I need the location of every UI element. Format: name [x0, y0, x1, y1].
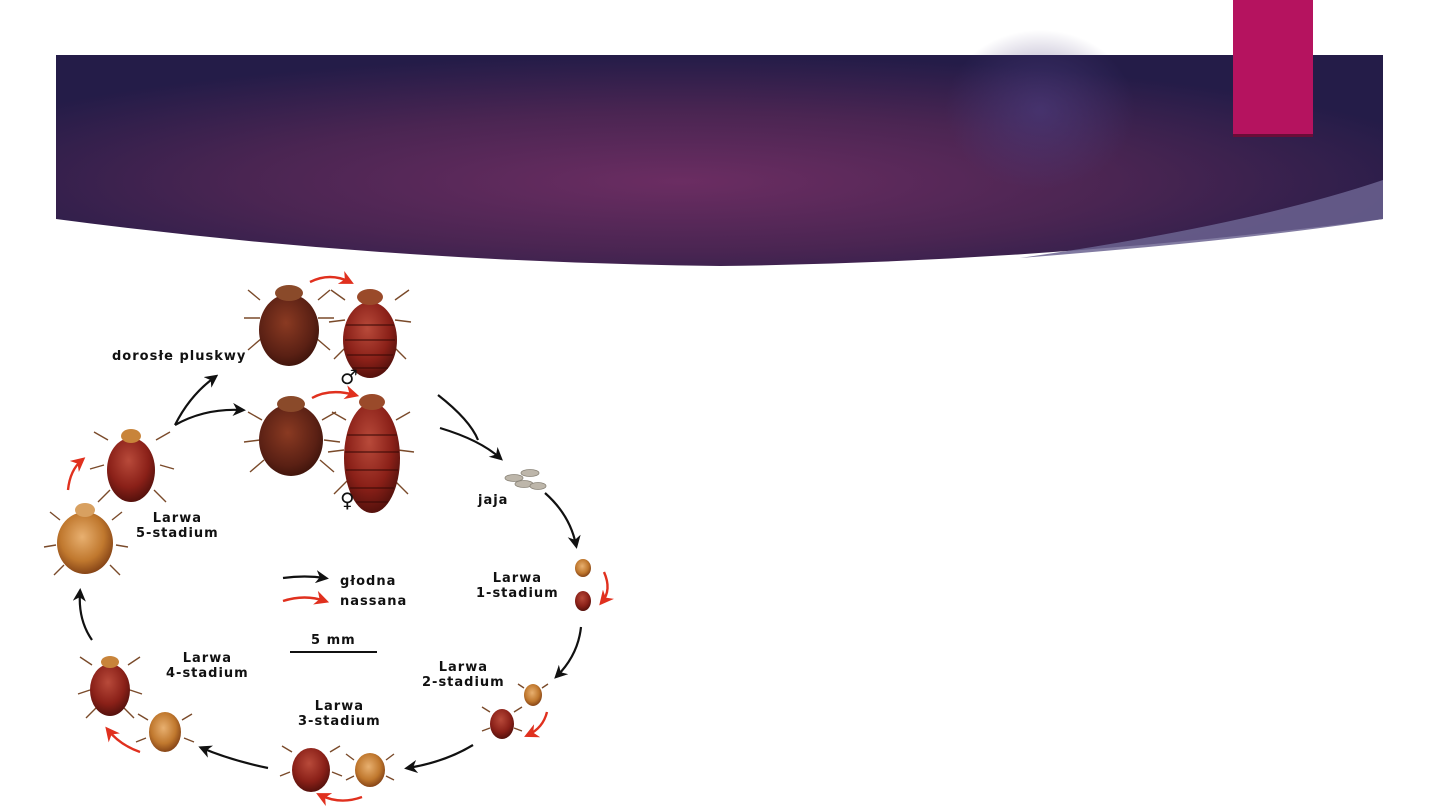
- arrow-stage1-to-stage2: [554, 626, 583, 679]
- arrow-to-adults-right: [174, 402, 246, 426]
- label-stage3-line2: 3-stadium: [298, 714, 381, 729]
- lifecycle-arrows: [72, 374, 583, 774]
- banner-light-wave: [1020, 180, 1383, 258]
- arrow-stage3-feeding: [316, 793, 363, 806]
- arrow-female-to-eggs: [439, 426, 503, 461]
- stage1-fed: [575, 591, 591, 611]
- arrow-eggs-to-stage1: [544, 492, 581, 549]
- arrow-stage2-to-stage3: [404, 744, 474, 774]
- stage2-fed: [490, 709, 514, 739]
- label-stage1-line2: 1-stadium: [476, 586, 559, 601]
- stage4-hungry: [149, 712, 181, 752]
- label-stage4-line1: Larwa: [182, 651, 232, 666]
- label-stage2-line1: Larwa: [438, 660, 488, 675]
- label-eggs: jaja: [478, 493, 509, 508]
- label-stage4: Larwa 4-stadium: [166, 651, 249, 681]
- label-stage1-line1: Larwa: [492, 571, 542, 586]
- accent-tab: [1233, 0, 1313, 134]
- label-stage5-line2: 5-stadium: [136, 526, 219, 541]
- stage4-fed: [90, 664, 130, 716]
- arrow-stage4-to-stage5: [72, 588, 93, 641]
- label-stage2: Larwa 2-stadium: [422, 660, 505, 690]
- adult-female-fed: [344, 403, 400, 513]
- legend-arrow-fed: [282, 590, 330, 605]
- bug-illustrations: [57, 285, 591, 792]
- female-symbol: ♀: [340, 488, 355, 512]
- legend-hungry-label: głodna: [340, 574, 397, 589]
- arrow-stage4-feeding: [105, 726, 141, 754]
- label-stage1: Larwa 1-stadium: [476, 571, 559, 601]
- arrow-stage5-feeding: [66, 457, 86, 491]
- label-stage3: Larwa 3-stadium: [298, 699, 381, 729]
- scale-label: 5 mm: [311, 633, 356, 648]
- label-stage5: Larwa 5-stadium: [136, 511, 219, 541]
- legend-arrow-hungry: [282, 570, 329, 584]
- arrow-stage3-to-stage4: [198, 745, 269, 770]
- arrow-male-feeding: [309, 271, 354, 284]
- stage5-fed: [107, 438, 155, 502]
- label-stage5-line1: Larwa: [152, 511, 202, 526]
- banner-glow: [945, 30, 1135, 190]
- stage2-hungry: [524, 684, 542, 706]
- male-symbol: ♂: [340, 365, 358, 389]
- feeding-arrows: [66, 271, 614, 806]
- accent-tab-shadow: [1233, 134, 1313, 137]
- adult-female-hungry: [259, 404, 323, 476]
- arrow-female-feeding: [311, 385, 360, 400]
- label-stage2-line2: 2-stadium: [422, 675, 505, 690]
- label-stage4-line2: 4-stadium: [166, 666, 249, 681]
- label-adults: dorosłe pluskwy: [112, 349, 247, 364]
- arrow-stage2-feeding: [524, 711, 549, 738]
- adult-male-hungry: [259, 294, 319, 366]
- stage5-hungry: [57, 512, 113, 574]
- stage1-hungry: [575, 559, 591, 577]
- stage3-hungry: [355, 753, 385, 787]
- arrow-male-to-eggs: [437, 394, 480, 441]
- eggs-cluster: [504, 469, 547, 490]
- label-stage3-line1: Larwa: [314, 699, 364, 714]
- arrow-stage1-feeding: [599, 571, 614, 606]
- stage3-fed: [292, 748, 330, 792]
- legend-fed-label: nassana: [340, 594, 408, 609]
- arrow-to-adults-up: [174, 374, 219, 426]
- bug-legs: [43, 289, 549, 781]
